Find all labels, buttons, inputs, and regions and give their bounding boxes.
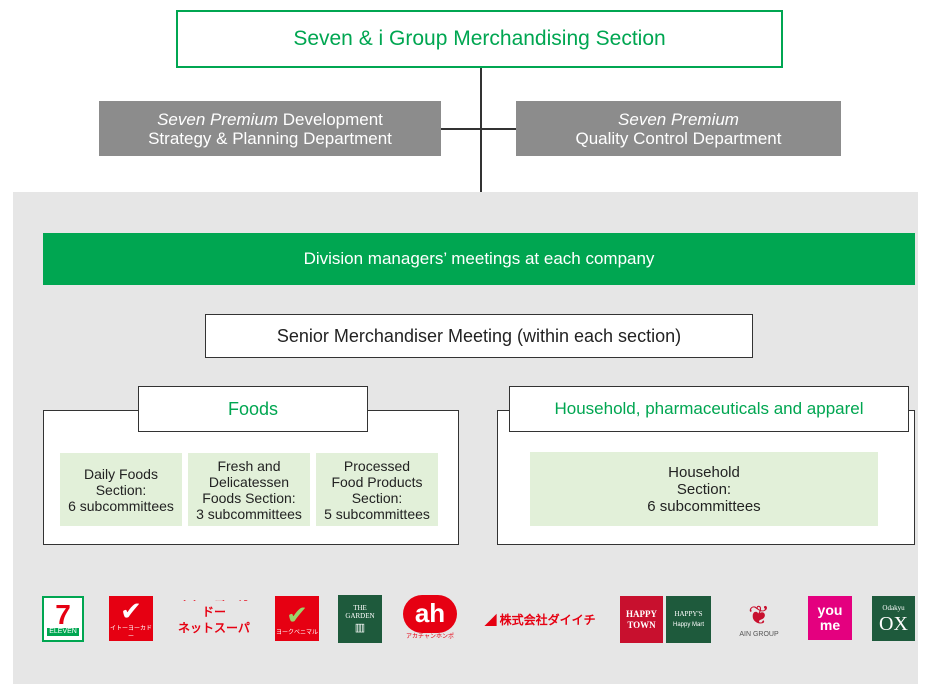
daiichi-text: 株式会社ダイイチ [499,612,596,627]
section-text-line: Section: [95,481,147,498]
development-department-line2: Strategy & Planning Department [148,128,392,148]
development-department-line1-rest: Development [278,109,383,129]
quality-control-department-line2: Quality Control Department [575,128,782,148]
seven-eleven-logo: 7 ELEVEN [42,596,84,642]
york-benimaru-mark-icon: ✔ [286,599,308,630]
youme-logo: you me [808,596,852,640]
ain-group-logo: ❦ AIN GROUP [730,595,788,643]
seven-digit-mark: 7 [55,599,71,630]
the-garden-line2: GARDEN [345,611,375,620]
ito-yokado-netsuper-logo: イトーヨーカドー ネットスーパー [175,600,253,640]
eleven-text: ELEVEN [47,628,79,636]
ain-group-text: AIN GROUP [739,630,779,638]
section-text-line: Food Products [331,473,423,490]
york-benimaru-logo: ✔ ヨークベニマル [275,596,319,641]
ito-yokado-netsuper-line2: ネットスーパー [178,621,250,640]
division-managers-bar: Division managers’ meetings at each comp… [43,233,915,285]
odakyu-ox-logo: Odakyu OX [872,596,915,641]
happy-town-line2: TOWN [627,619,656,630]
ox-text: OX [879,612,908,635]
section-text-line: 3 subcommittees [196,505,302,522]
daiichi-mark-icon: ◢ [484,611,497,628]
household-tab: Household, pharmaceuticals and apparel [509,386,909,432]
daiichi-logo: ◢ 株式会社ダイイチ [478,605,602,633]
section-text-line: Delicatessen [208,473,290,490]
happys-line2: Happy Mart [672,621,704,628]
section-text-line: 5 subcommittees [324,505,430,522]
merchandising-section-box: Seven & i Group Merchandising Section [176,10,783,68]
happy-town-line1: HAPPY [626,608,657,619]
section-text-line: Fresh and [217,457,281,474]
development-department-box: Seven Premium Development Strategy & Pla… [99,101,441,156]
connector-right [481,128,516,130]
akachan-honpo-text: アカチャンホンポ [406,633,454,640]
foods-label: Foods [227,398,279,419]
happy-town-logo: HAPPY TOWN [620,596,663,643]
section-text-line: Foods Section: [202,489,296,506]
york-benimaru-text: ヨークベニマル [275,629,318,636]
ain-group-bird-icon: ❦ [748,599,770,630]
foods-tab: Foods [138,386,368,432]
dove-mark-icon: ✔ [120,596,142,626]
merchandising-section-title: Seven & i Group Merchandising Section [293,27,666,50]
senior-merchandiser-title: Senior Merchandiser Meeting (within each… [276,325,682,346]
akachan-honpo-logo: ah アカチャンホンポ [400,593,460,643]
ito-yokado-text: イトーヨーカドー [109,625,152,640]
section-text-line: Section: [351,489,403,506]
section-text-line: Daily Foods [84,465,158,482]
quality-control-department-line1: Seven Premium [618,110,739,129]
section-text-line: Processed [343,457,411,474]
connector-left [441,128,481,130]
daily-foods-section: Daily Foods Section: 6 subcommittees [60,453,182,526]
the-garden-logo: THE GARDEN ▥ [338,595,382,643]
ito-yokado-netsuper-line1: イトーヨーカドー [178,600,250,619]
akachan-honpo-ah: ah [414,597,446,628]
connector-top [480,68,482,193]
section-text-line: 6 subcommittees [68,497,174,514]
happys-logo: HAPPY'S Happy Mart [666,596,711,643]
quality-control-department-italic: Seven Premium [618,109,739,129]
the-garden-line1: THE [353,603,367,612]
processed-food-section: Processed Food Products Section: 5 subco… [316,453,438,526]
odakyu-text: Odakyu [882,603,905,612]
youme-line2: me [819,617,841,633]
happys-line1: HAPPY'S [674,609,703,618]
ito-yokado-logo: ✔ イトーヨーカドー [109,596,153,641]
akachan-honpo-mark: ah [403,594,457,633]
section-text-line: 6 subcommittees [647,497,761,515]
division-managers-title: Division managers’ meetings at each comp… [303,249,655,268]
development-department-line1: Seven Premium Development [157,110,383,129]
household-section: Household Section: 6 subcommittees [530,452,878,526]
fresh-delicatessen-section: Fresh and Delicatessen Foods Section: 3 … [188,453,310,526]
quality-control-department-box: Seven Premium Quality Control Department [516,101,841,156]
senior-merchandiser-box: Senior Merchandiser Meeting (within each… [205,314,753,358]
household-label: Household, pharmaceuticals and apparel [554,399,864,418]
the-garden-gate-icon: ▥ [354,621,366,634]
section-text-line: Household [668,463,740,481]
development-department-italic: Seven Premium [157,109,279,129]
youme-line1: you [817,602,843,618]
section-text-line: Section: [676,480,732,498]
